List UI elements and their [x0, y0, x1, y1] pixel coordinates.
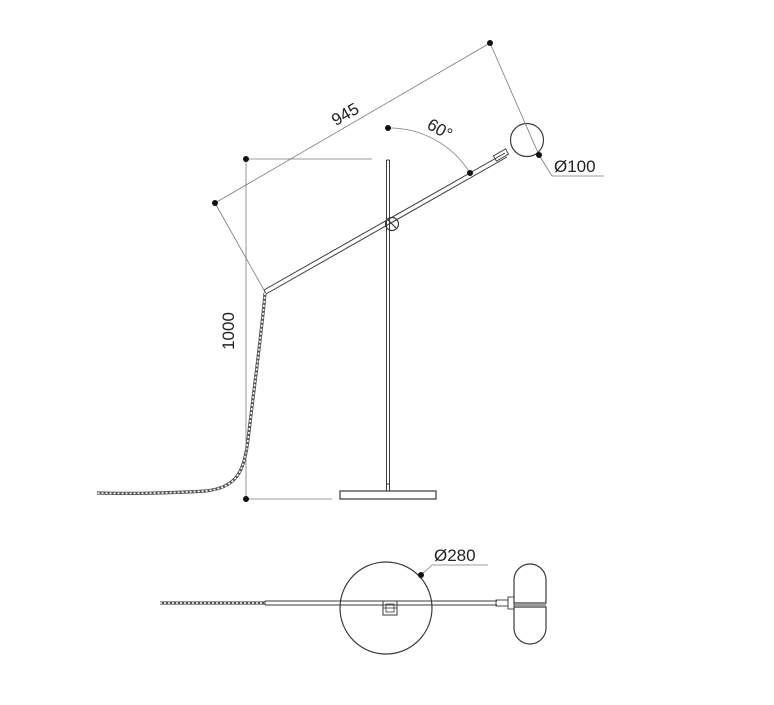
balance-arm-lower	[265, 156, 508, 295]
shade-connector	[492, 148, 510, 162]
height-label: 1000	[219, 312, 238, 350]
globe-shade	[509, 122, 545, 158]
base-diameter-dimension: Ø280	[418, 546, 488, 578]
base-circle	[339, 561, 433, 655]
pivot-bolt	[387, 219, 397, 229]
arm-angle-label: 60°	[424, 115, 456, 144]
arm-length-dimension: 945	[212, 40, 540, 291]
pivot-joint	[384, 216, 400, 232]
height-dimension: 1000	[219, 156, 372, 502]
arm-length-label: 945	[328, 99, 362, 130]
top-view: Ø280	[160, 546, 547, 655]
top-globe-shade-upper	[513, 563, 547, 604]
top-shade-socket	[507, 596, 515, 610]
base-diameter-label: Ø280	[434, 546, 476, 565]
top-globe-shade-lower	[513, 606, 547, 645]
top-shade-connector	[495, 599, 509, 607]
base-plate	[339, 490, 437, 500]
balance-arm-upper	[263, 152, 506, 291]
top-pivot-clamp	[382, 600, 398, 616]
side-view: 945 60° Ø100 1000	[96, 40, 604, 502]
arm-angle-dimension: 60°	[385, 115, 473, 176]
shade-diameter-dimension: Ø100	[536, 152, 604, 177]
shade-diameter-label: Ø100	[554, 157, 596, 176]
power-cable	[96, 292, 267, 495]
